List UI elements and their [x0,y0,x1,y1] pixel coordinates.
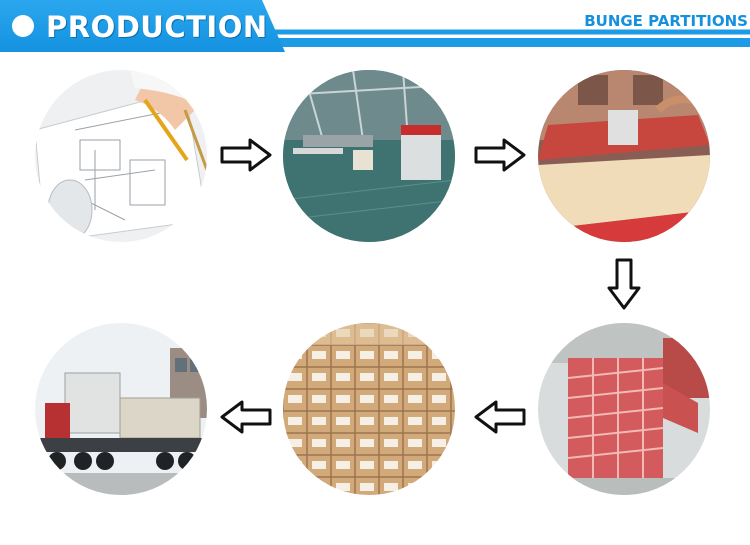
page-title: PRODUCTION [46,10,268,44]
finished-panels-stack-photo [538,323,710,495]
header: PRODUCTION BUNGE PARTITIONS [0,0,750,55]
header-stripe [275,27,750,47]
step-cnc-photo [538,70,710,242]
step-factory-photo [283,70,455,242]
loaded-truck-photo [35,323,207,495]
step-truck-photo [35,323,207,495]
arrow-right-icon [220,138,272,172]
step-design-photo [35,70,207,242]
cnc-cutting-machine-photo [538,70,710,242]
step-cartons-photo [283,323,455,495]
arrow-right-icon [474,138,526,172]
brand-name: BUNGE PARTITIONS [584,12,748,30]
header-band [0,0,285,52]
arrow-left-icon [474,400,526,434]
factory-machinery-photo [283,70,455,242]
arrow-left-icon [220,400,272,434]
blueprint-drawing-photo [35,70,207,242]
bullet-icon [12,15,34,37]
arrow-down-icon [607,258,641,310]
packed-cartons-photo [283,323,455,495]
step-panels-photo [538,323,710,495]
